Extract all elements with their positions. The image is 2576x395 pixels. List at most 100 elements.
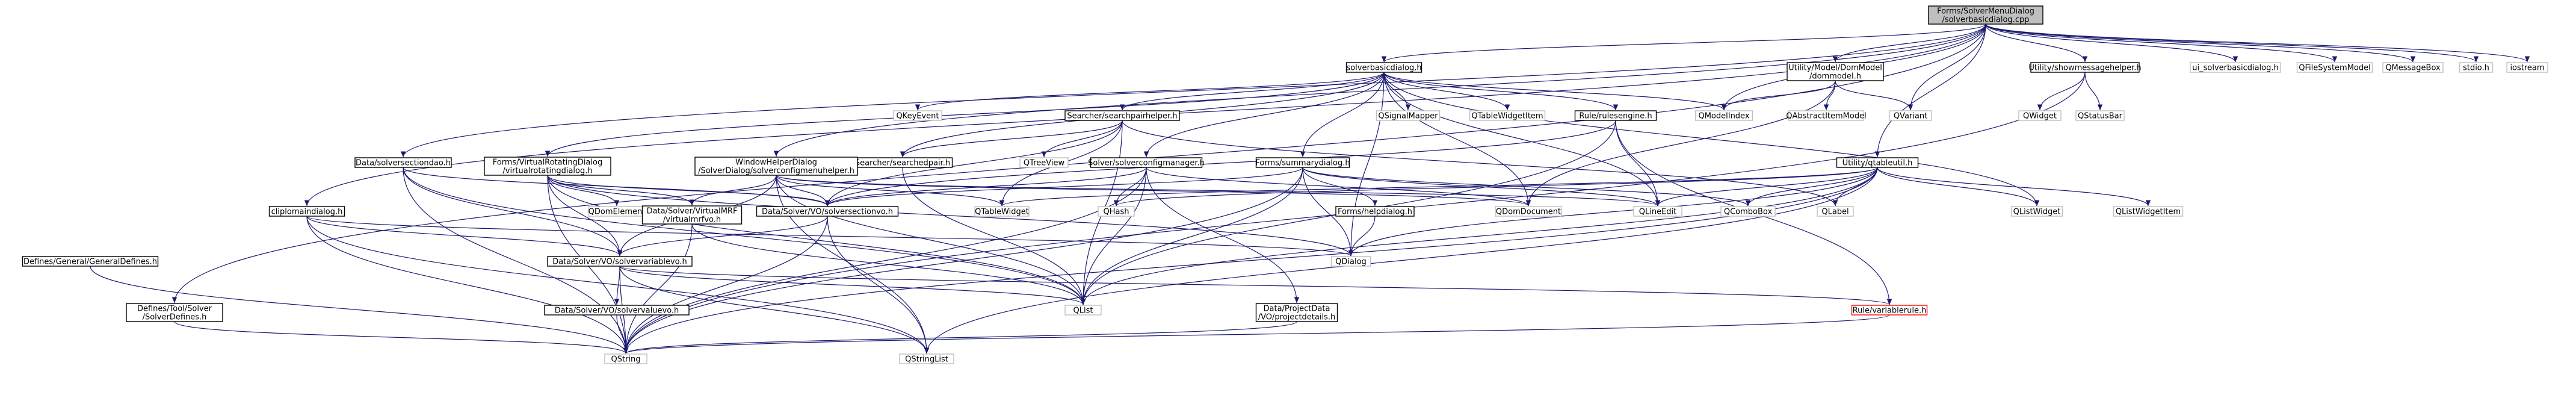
edge-solversectiondao-to-qlist <box>403 167 1086 305</box>
node-solverconfigmanager[interactable]: Solver/solverconfigmanager.h <box>1088 157 1205 168</box>
edge-line <box>689 175 777 206</box>
node-variablerule[interactable]: Rule/variablerule.h <box>1851 305 1928 316</box>
edge-line <box>1143 72 1385 158</box>
node-searchedpair[interactable]: Searcher/searchedpair.h <box>852 157 953 168</box>
node-label: Searcher/searchpairhelper.h <box>1067 112 1177 121</box>
node-virtualrotatingdialog[interactable]: Forms/VirtualRotatingDialog/virtualrotat… <box>484 157 611 176</box>
edge-root-to-solverbasicdialog <box>1381 23 1986 63</box>
edge-dommodel-to-qvariant <box>1835 80 1913 111</box>
edge-line <box>824 167 1303 207</box>
node-solversectiondao[interactable]: Data/solversectiondao.h <box>354 157 452 168</box>
node-qtablewidgetitem: QTableWidgetItem <box>1469 110 1546 121</box>
node-box <box>2459 62 2494 73</box>
node-searchpairhelper[interactable]: Searcher/searchpairhelper.h <box>1064 110 1180 121</box>
node-label: QTableWidgetItem <box>1471 112 1543 121</box>
node-box <box>756 206 899 217</box>
edge-searchpairhelper-to-qlabel <box>1122 120 1838 207</box>
node-showmessagehelper[interactable]: Utility/showmessagehelper.h <box>2028 62 2142 73</box>
node-qtableutil[interactable]: Utility/qtableutil.h <box>1836 157 1919 168</box>
edge-line <box>547 175 623 257</box>
edge-line <box>1877 167 2040 207</box>
edge-solverbasicdialog-to-qdomdocument <box>1383 72 1531 207</box>
edge-line <box>623 223 693 354</box>
edge-line <box>924 167 1878 354</box>
edge-line <box>619 266 1892 305</box>
edge-line <box>1383 72 2040 207</box>
node-solvervaluevo[interactable]: Data/Solver/VO/solvervaluevo.h <box>544 305 690 316</box>
node-solvervariablevo[interactable]: Data/Solver/VO/solvervariablevo.h <box>547 256 693 267</box>
edge-summarydialog-to-qdialog <box>1302 167 1354 257</box>
edge-root-to-solversectiondao <box>400 23 1986 158</box>
edge-line <box>623 216 828 354</box>
node-label: QHash <box>1104 208 1129 217</box>
edge-line <box>1985 23 2416 63</box>
edge-line <box>1302 167 1378 207</box>
edge-qtableutil-to-qlist <box>1080 167 1878 305</box>
node-rulesengine[interactable]: Rule/rulesengine.h <box>1574 110 1657 121</box>
edge-qtableutil-to-qdialog <box>1348 167 1878 257</box>
node-root[interactable]: Forms/SolverMenuDialog/solverbasicdialog… <box>1928 5 2043 25</box>
edge-root-to-dommodel <box>1832 23 1986 63</box>
node-label: Data/Solver/VO/solvervariablevo.h <box>552 258 687 267</box>
node-virtualmrfvo[interactable]: Data/Solver/VirtualMRF/virtualmrfvo.h <box>641 205 743 225</box>
node-definessolver[interactable]: Defines/Tool/Solver/SolverDefines.h <box>126 303 223 322</box>
node-label: QList <box>1073 306 1093 316</box>
edge-line <box>776 175 1086 305</box>
edge-line <box>547 175 695 206</box>
edge-line <box>547 175 1086 305</box>
node-box <box>547 256 693 267</box>
node-definesgeneral[interactable]: Defines/General/GeneralDefines.h <box>22 256 159 267</box>
node-qtreeview: QTreeView <box>1019 157 1069 168</box>
node-cliplomaindialog[interactable]: cliplomaindialog.h <box>268 206 345 217</box>
edge-qtableutil-to-qtablewidget <box>999 167 1878 207</box>
edge-solversectionvo-to-solvervariablevo <box>617 216 828 257</box>
node-label: QModelIndex <box>1698 112 1749 121</box>
node-label: QAbstractItemModel <box>1786 112 1866 121</box>
node-box <box>1817 206 1854 217</box>
node-box <box>2190 62 2281 73</box>
edge-line <box>1122 120 1838 207</box>
edge-line <box>1383 72 1510 111</box>
node-projectdetails[interactable]: Data/ProjectData/VO/projectdetails.h <box>1255 303 1338 322</box>
node-qdomelement: QDomElement <box>587 206 646 217</box>
edge-searchpairhelper-to-solversectionvo <box>824 120 1123 207</box>
edge-solverconfigmanager-to-qlist <box>1080 167 1147 305</box>
node-ui_solverbasicdialog: ui_solverbasicdialog.h <box>2190 62 2281 73</box>
edge-line <box>623 321 1297 354</box>
edge-root-to-qtableutil <box>1874 23 1986 158</box>
node-box <box>1330 256 1371 267</box>
node-solversectionvo[interactable]: Data/Solver/VO/solversectionvo.h <box>756 206 899 217</box>
node-label: WindowHelperDialog <box>735 158 817 167</box>
node-dommodel[interactable]: Utility/Model/DomModel/dommodel.h <box>1787 62 1884 81</box>
edge-solverbasicdialog-to-qtablewidgetitem <box>1383 72 1510 111</box>
node-summarydialog[interactable]: Forms/summarydialog.h <box>1255 157 1350 168</box>
dependency-edges <box>90 23 2530 354</box>
edge-line <box>1383 72 1727 111</box>
edge-line <box>547 175 620 207</box>
edge-solverbasicdialog-to-qlistwidget <box>1383 72 2040 207</box>
edge-solverconfigmanager-to-projectdetails <box>1146 167 1300 303</box>
node-label: stdio.h <box>2463 64 2489 73</box>
node-box <box>1098 206 1135 217</box>
node-qsignalmapper: QSignalMapper <box>1376 110 1441 121</box>
node-box <box>1376 110 1441 121</box>
edge-line <box>1832 23 1986 63</box>
node-box <box>974 206 1030 217</box>
node-label: Utility/showmessagehelper.h <box>2028 64 2141 73</box>
edge-windowhelperdialog-to-qlist <box>776 175 1086 305</box>
edge-line <box>2084 72 2103 111</box>
edge-searchpairhelper-to-qtreeview <box>1041 120 1123 158</box>
node-box <box>1019 157 1069 168</box>
edge-windowhelperdialog-to-qstringlist <box>776 175 930 354</box>
edge-qtableutil-to-qlistwidget <box>1877 167 2040 207</box>
node-helpdialog[interactable]: Forms/helpdialog.h <box>1335 206 1415 217</box>
edge-windowhelperdialog-to-qlineedit <box>776 175 1660 207</box>
edge-windowhelperdialog-to-virtualmrfvo <box>689 175 777 206</box>
edge-line <box>1146 167 1300 303</box>
edge-solverbasicdialog-to-qmodelindex <box>1383 72 1727 111</box>
node-label: Defines/Tool/Solver <box>137 305 212 314</box>
node-solverbasicdialog[interactable]: solverbasicdialog.h <box>1345 62 1422 73</box>
node-windowhelperdialog[interactable]: WindowHelperDialog/SolverDialog/solverco… <box>694 157 858 176</box>
node-box <box>2506 62 2548 73</box>
node-box <box>1255 303 1338 322</box>
